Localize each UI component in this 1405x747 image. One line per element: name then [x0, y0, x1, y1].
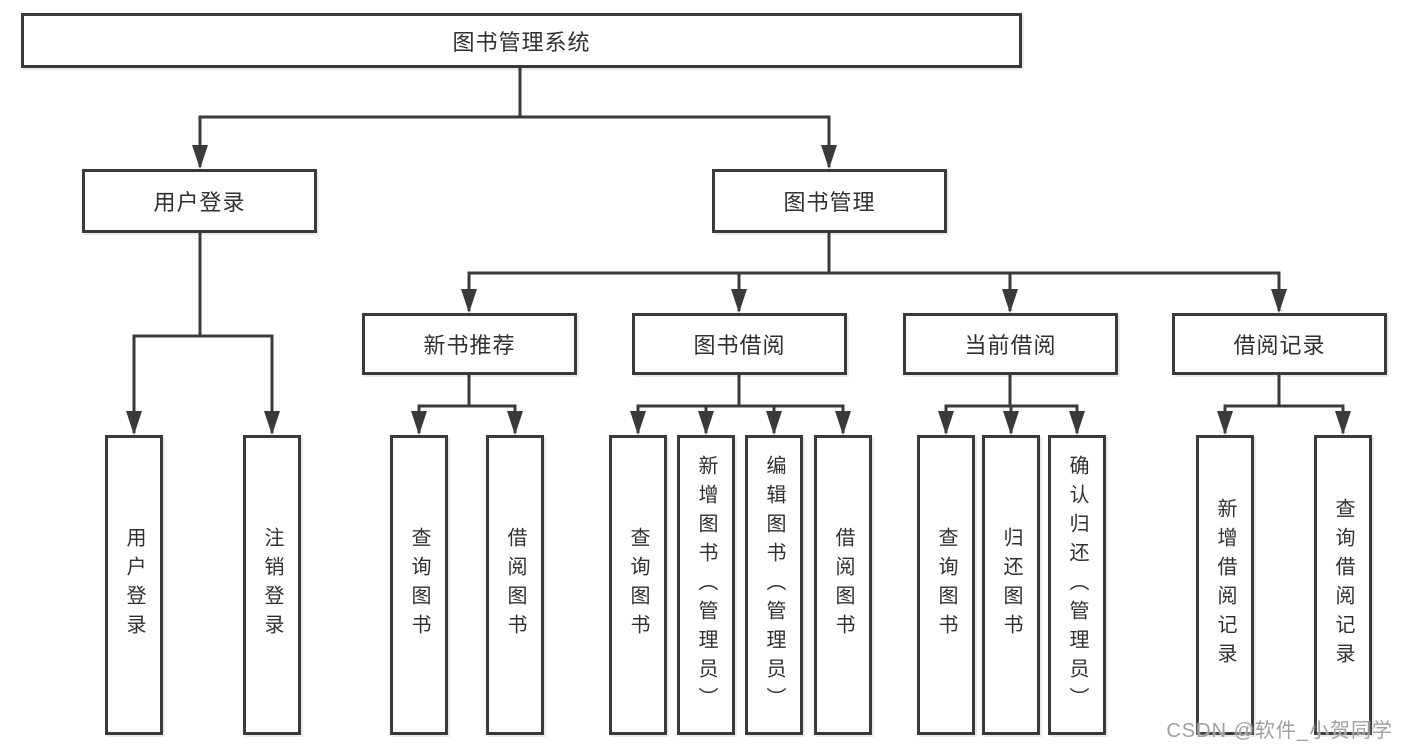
node-leaf-add-books-admin-label: 新增图书（管理员） — [695, 454, 717, 716]
node-leaf-return-books: 归还图书 — [982, 435, 1040, 735]
node-current-borrowing: 当前借阅 — [903, 313, 1118, 375]
edge-bookborrow-to-add — [698, 375, 741, 435]
node-leaf-add-borrow-record-label: 新增借阅记录 — [1214, 498, 1236, 672]
edge-bookborrow-to-edit — [737, 375, 782, 435]
node-leaf-query-books-current-label: 查询图书 — [935, 527, 957, 643]
node-leaf-borrow-books-rec-label: 借阅图书 — [504, 527, 526, 643]
node-leaf-borrow-books-rec: 借阅图书 — [486, 435, 544, 735]
node-book-management-branch: 图书管理 — [712, 169, 947, 233]
node-borrowing-records: 借阅记录 — [1172, 313, 1387, 375]
edge-bookmgmt-to-new-book — [461, 233, 831, 313]
node-borrowing-records-label: 借阅记录 — [1233, 333, 1326, 358]
node-current-borrowing-label: 当前借阅 — [964, 333, 1057, 358]
node-system-root-label: 图书管理系统 — [452, 29, 591, 55]
node-leaf-user-login: 用户登录 — [105, 435, 163, 735]
node-new-book-recommend-label: 新书推荐 — [423, 333, 516, 358]
node-leaf-borrow-books-label: 借阅图书 — [832, 527, 854, 643]
edge-bookmgmt-to-records — [827, 233, 1287, 313]
edge-root-to-user-login — [192, 68, 522, 169]
edge-current-to-query — [938, 375, 1012, 435]
node-user-login-branch-label: 用户登录 — [153, 190, 246, 215]
node-leaf-confirm-return-admin-label: 确认归还（管理员） — [1066, 454, 1088, 716]
node-leaf-borrow-books: 借阅图书 — [814, 435, 872, 735]
edge-userlogin-to-leaf-logout — [198, 233, 280, 435]
edge-bookmgmt-to-current — [827, 233, 1018, 313]
node-user-login-branch: 用户登录 — [82, 169, 317, 233]
node-leaf-logout: 注销登录 — [243, 435, 301, 735]
node-leaf-edit-books-admin: 编辑图书（管理员） — [745, 435, 803, 735]
edge-newbook-to-borrow — [467, 375, 523, 435]
node-leaf-query-books-rec-label: 查询图书 — [408, 527, 430, 643]
edge-records-to-add — [1217, 375, 1281, 435]
edge-root-to-book-management — [518, 68, 837, 169]
node-system-root: 图书管理系统 — [21, 13, 1022, 68]
node-leaf-edit-books-admin-label: 编辑图书（管理员） — [763, 454, 785, 716]
node-leaf-query-books-borrow-label: 查询图书 — [627, 527, 649, 643]
edge-records-to-query — [1277, 375, 1351, 435]
node-book-management-branch-label: 图书管理 — [783, 190, 876, 215]
edge-current-to-confirm — [1008, 375, 1085, 435]
node-book-borrowing-label: 图书借阅 — [693, 333, 786, 358]
node-new-book-recommend: 新书推荐 — [362, 313, 577, 375]
node-leaf-add-borrow-record: 新增借阅记录 — [1196, 435, 1254, 735]
node-leaf-query-books-borrow: 查询图书 — [609, 435, 667, 735]
node-book-borrowing: 图书借阅 — [632, 313, 847, 375]
node-leaf-logout-label: 注销登录 — [261, 527, 283, 643]
node-leaf-query-borrow-record-label: 查询借阅记录 — [1332, 498, 1354, 672]
node-leaf-add-books-admin: 新增图书（管理员） — [677, 435, 735, 735]
edge-newbook-to-query — [411, 375, 471, 435]
node-leaf-user-login-label: 用户登录 — [123, 527, 145, 643]
node-leaf-query-books-rec: 查询图书 — [390, 435, 448, 735]
node-leaf-return-books-label: 归还图书 — [1000, 527, 1022, 643]
node-leaf-query-books-current: 查询图书 — [917, 435, 975, 735]
node-leaf-query-borrow-record: 查询借阅记录 — [1314, 435, 1372, 735]
watermark: CSDN @软件_小贺同学 — [1166, 720, 1393, 742]
edge-bookmgmt-to-book-borrow — [731, 233, 831, 313]
edge-current-to-return — [1003, 375, 1019, 435]
node-leaf-confirm-return-admin: 确认归还（管理员） — [1048, 435, 1106, 735]
edge-bookborrow-to-borrowleaf — [737, 375, 851, 435]
edge-userlogin-to-leaf-login — [126, 233, 202, 435]
edge-bookborrow-to-query — [630, 375, 741, 435]
